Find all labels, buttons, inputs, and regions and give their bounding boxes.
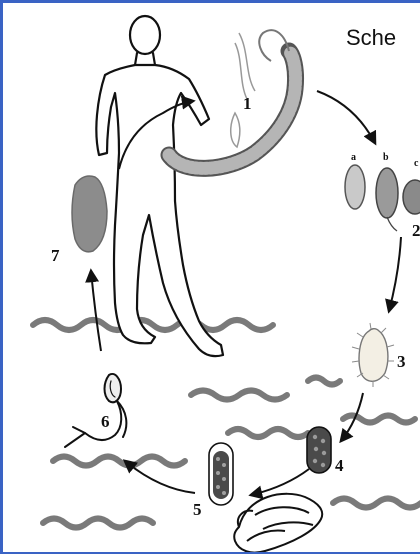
stage-label-6: 6: [101, 412, 110, 431]
sporocyst: [307, 427, 331, 473]
stage-label-5: 5: [193, 500, 202, 519]
stage-label-2: 2: [412, 221, 420, 240]
human-figure: [96, 16, 223, 356]
life-cycle-diagram: 7 1 a b c 2: [3, 3, 420, 554]
stage-label-4: 4: [335, 456, 344, 475]
miracidium: [352, 323, 394, 387]
stage-label-7: 7: [51, 246, 60, 265]
redia: [209, 443, 233, 505]
egg-label-b: b: [383, 152, 389, 163]
cercaria: [65, 374, 126, 447]
stage-label-3: 3: [397, 352, 406, 371]
snail-shell: [234, 494, 322, 553]
leg-lesion: [72, 176, 107, 252]
stage-label-1: 1: [243, 94, 252, 113]
eggs-stage-2: [345, 165, 420, 231]
egg-label-a: a: [351, 152, 356, 163]
egg-label-c: c: [414, 158, 419, 169]
